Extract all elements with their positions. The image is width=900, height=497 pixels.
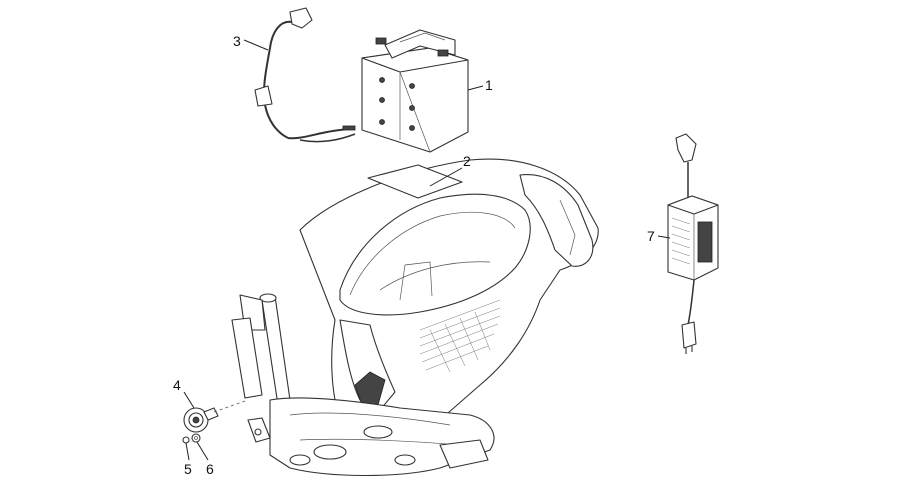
callout-2: 2: [463, 153, 471, 169]
leader-lines: [183, 39, 671, 461]
horn-assembly: [182, 399, 249, 444]
battery-pad: [367, 164, 463, 199]
callout-3: 3: [233, 33, 241, 49]
callout-7: 7: [647, 228, 655, 244]
wiring-harness: [254, 7, 356, 143]
scooter-body: [231, 158, 599, 477]
callout-6: 6: [206, 461, 214, 477]
battery-charger: [667, 133, 719, 354]
callout-5: 5: [184, 461, 192, 477]
battery: [361, 29, 469, 153]
callout-labels: 1 2 3 4 5 6 7: [173, 33, 655, 477]
callout-1: 1: [485, 77, 493, 93]
callout-4: 4: [173, 377, 181, 393]
